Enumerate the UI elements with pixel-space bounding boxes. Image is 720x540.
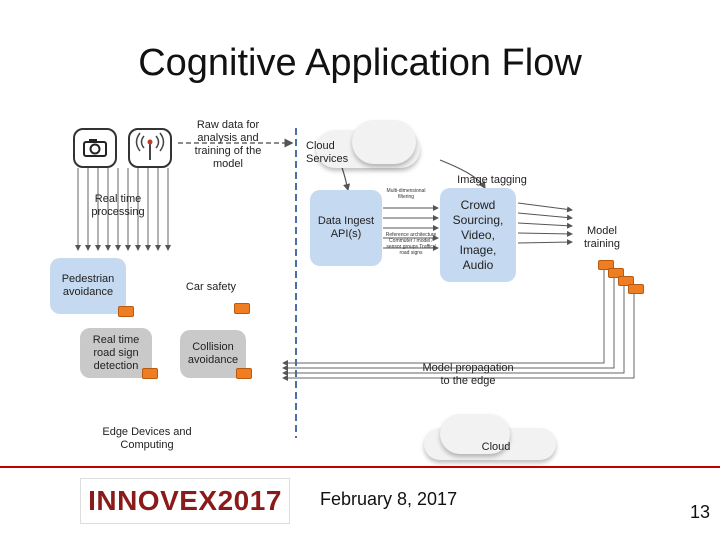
pedestrian-marker <box>118 306 134 317</box>
antenna-icon <box>128 128 172 168</box>
edge-devices-label: Edge Devices and Computing <box>102 426 192 451</box>
camera-icon <box>73 128 117 168</box>
image-tagging-label: Image tagging <box>457 174 527 186</box>
collision-avoidance-box: Collision avoidance <box>180 330 246 378</box>
reference-architecture-label: Reference architecture Commuter / model … <box>385 232 437 256</box>
model-marker <box>608 268 624 278</box>
data-ingest-box: Data Ingest API(s) <box>310 190 382 266</box>
car-safety-label: Car safety <box>185 281 237 293</box>
crowd-sourcing-box: Crowd Sourcing, Video, Image, Audio <box>440 188 516 282</box>
road-sign-detection-box: Real time road sign detection <box>80 328 152 378</box>
multi-dimensional-label: Multi-dimensional filtering <box>386 188 426 200</box>
cloud-services-label: Cloud Services <box>306 140 349 165</box>
pedestrian-avoidance-box: Pedestrian avoidance <box>50 258 126 314</box>
model-propagation-label: Model propagation to the edge <box>422 362 514 387</box>
page-title: Cognitive Application Flow <box>138 42 582 84</box>
collision-marker <box>236 368 252 379</box>
model-marker <box>628 284 644 294</box>
road-sign-marker <box>142 368 158 379</box>
real-time-processing-label: Real time processing <box>91 193 145 218</box>
model-training-label: Model training <box>583 225 621 250</box>
cloud-label: Cloud <box>481 441 511 453</box>
model-marker <box>598 260 614 270</box>
raw-data-label: Raw data for analysis and training of th… <box>194 119 262 170</box>
page-number: 13 <box>689 502 710 522</box>
innovex-logo: INNOVEX2017 <box>80 478 290 524</box>
model-marker <box>618 276 634 286</box>
car-safety-marker <box>234 303 250 314</box>
logo-text: INNOVEX2017 <box>88 485 282 516</box>
footer-date: February 8, 2017 <box>320 489 458 509</box>
